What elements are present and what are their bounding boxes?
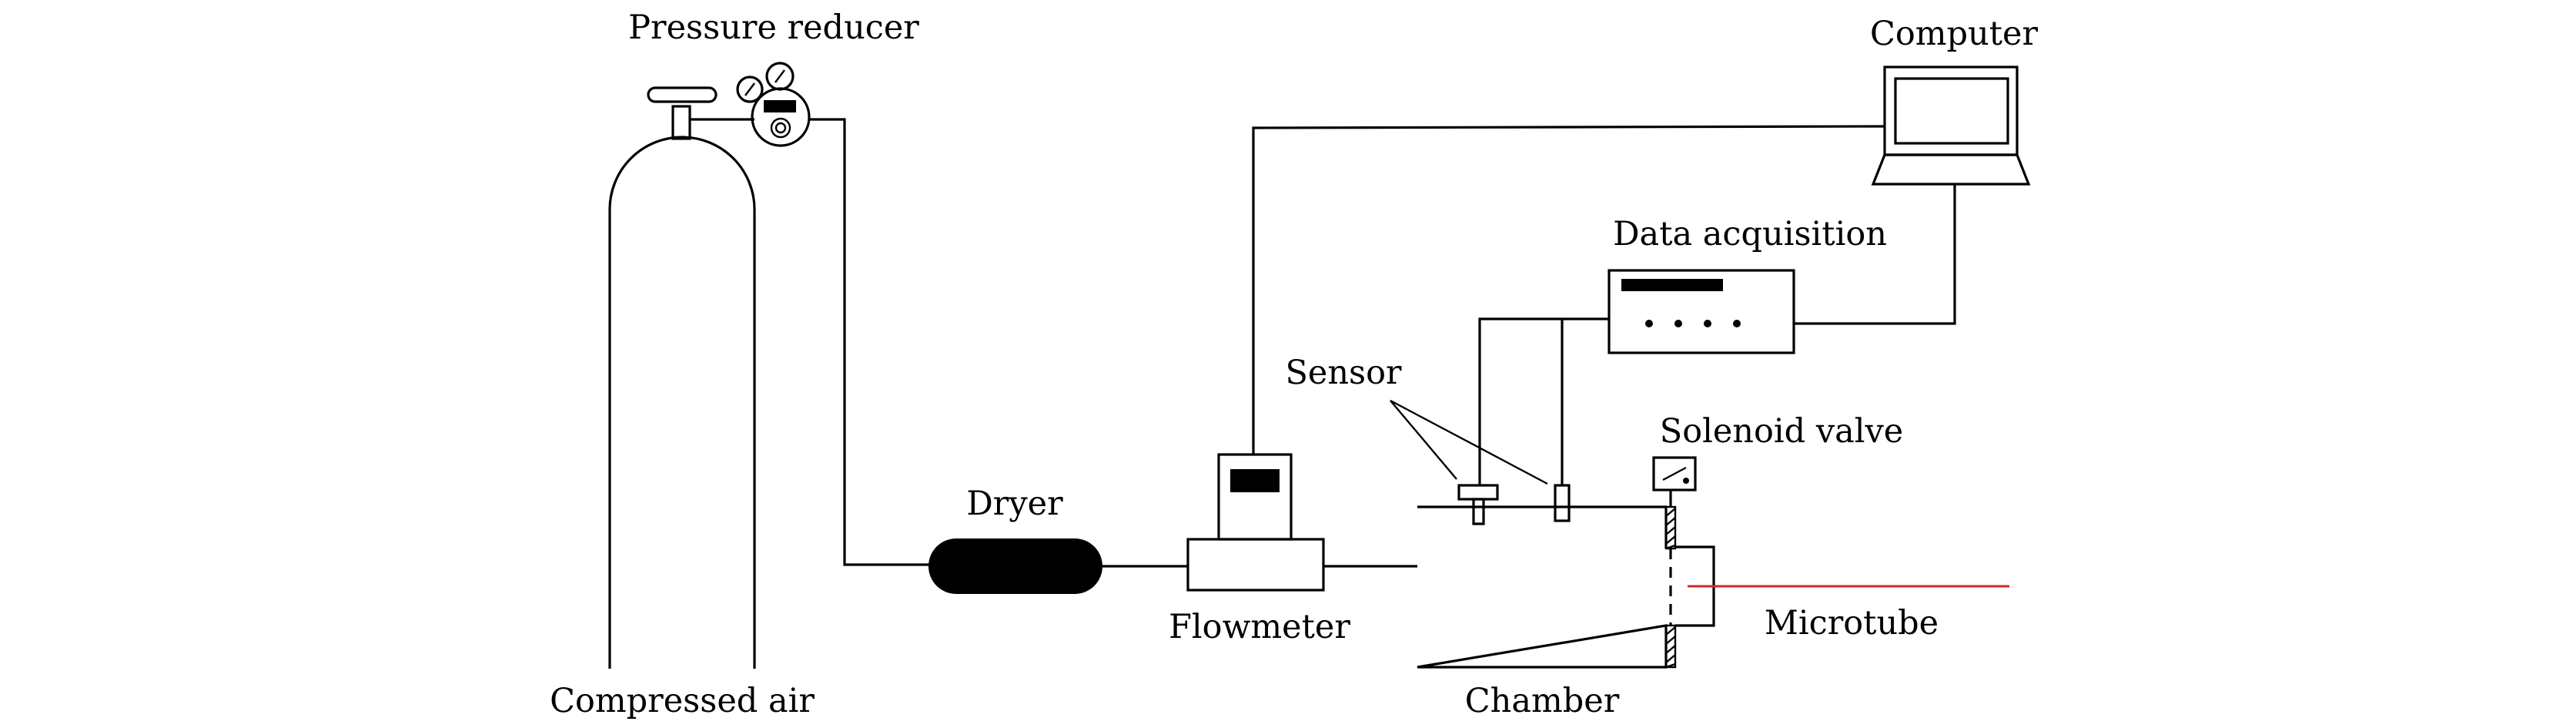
chamber-label: Chamber [1465,682,1620,720]
pressure-reducer-label: Pressure reducer [628,8,919,47]
flowmeter [1186,453,1325,592]
flowmeter-signal-wire [1252,125,1885,455]
microtube-label: Microtube [1765,604,1939,642]
sensor-wire-left [1478,317,1609,485]
dryer-label: Dryer [966,485,1063,523]
sensor-pointer-lines [1390,399,1548,485]
temperature-sensor [1554,484,1571,522]
data-acquisition-label: Data acquisition [1613,215,1887,253]
sensor-label: Sensor [1285,354,1402,392]
gas-cylinder [608,86,756,669]
solenoid-valve-label: Solenoid valve [1660,412,1904,451]
computer [1871,65,2031,186]
flowmeter-label: Flowmeter [1169,608,1350,646]
pressure-reducer [690,62,811,147]
computer-label: Computer [1870,15,2039,53]
daq-computer-wire [1794,184,1956,325]
solenoid-valve [1652,456,1697,507]
pressure-sensor [1457,484,1499,525]
chamber [1417,505,1715,669]
data-acquisition-unit [1607,269,1795,354]
dryer [928,538,1102,594]
compressed-air-label: Compressed air [550,682,815,720]
air-pipe-to-dryer [809,118,930,566]
